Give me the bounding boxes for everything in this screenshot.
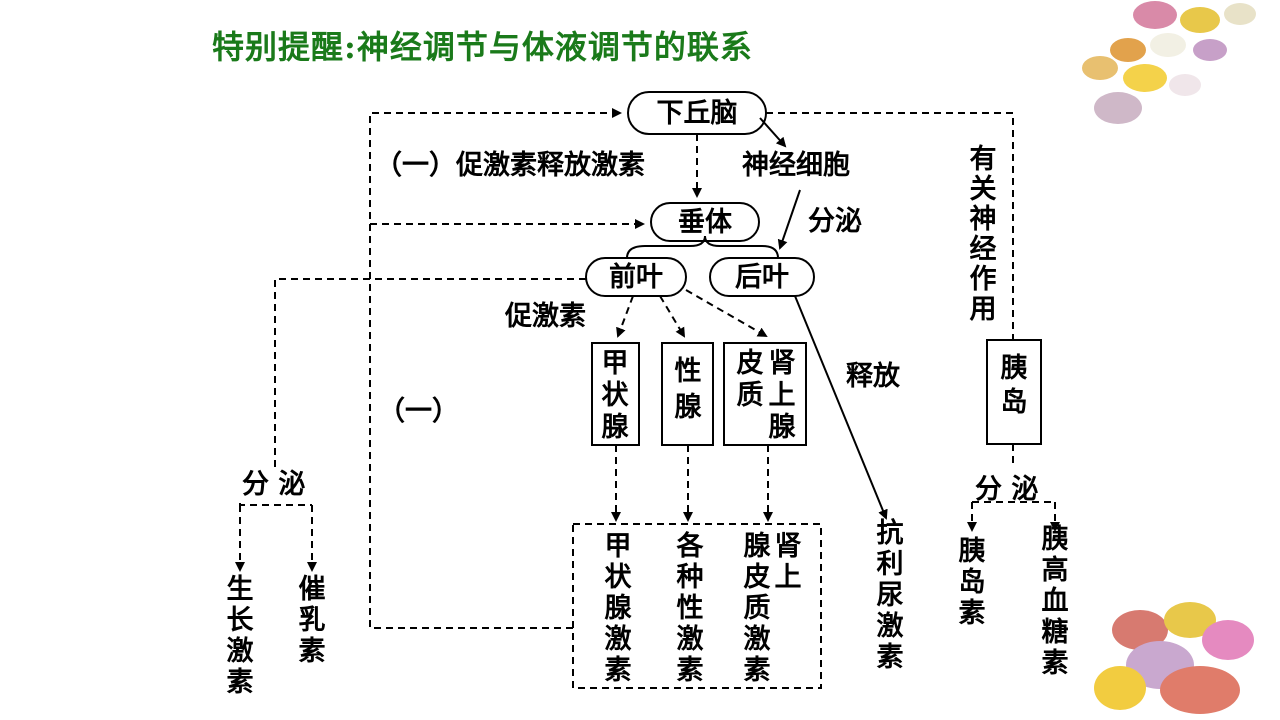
hormone-group-box bbox=[572, 523, 822, 689]
svg-text:后叶: 后叶 bbox=[735, 262, 789, 293]
hormone-growth: 生长激素 bbox=[227, 574, 255, 698]
hypothalamus-to-neurons bbox=[759, 117, 787, 148]
hormone-adh: 抗利尿激素 bbox=[877, 517, 904, 673]
label-release: 释放 bbox=[846, 360, 901, 392]
hormone-insulin: 胰岛素 bbox=[959, 536, 986, 629]
node-pancreas: 胰岛 bbox=[986, 339, 1042, 445]
label-nerve-action: 有关神经作用 bbox=[970, 144, 997, 325]
node-hypothalamus: 下丘脑 bbox=[627, 91, 767, 135]
anterior-to-gonad bbox=[659, 295, 686, 338]
svg-text:前叶: 前叶 bbox=[609, 261, 663, 293]
pituitary-brace bbox=[626, 235, 779, 259]
decor-candies-bottom bbox=[1094, 602, 1254, 714]
svg-text:性腺: 性腺 bbox=[674, 356, 703, 423]
node-pituitary: 垂体 bbox=[650, 202, 760, 242]
label-secrete: 分泌 bbox=[808, 206, 862, 237]
label-secrete-right: 分 泌 bbox=[975, 474, 1038, 505]
node-adrenal-cortex: 肾上腺皮质 bbox=[723, 342, 807, 446]
node-posterior-pituitary: 后叶 bbox=[709, 257, 815, 297]
node-gonad: 性腺 bbox=[661, 342, 714, 446]
hormone-prolactin: 催乳素 bbox=[299, 574, 326, 667]
anterior-to-adrenal bbox=[685, 289, 768, 337]
posterior-release bbox=[794, 295, 888, 520]
label-trh: （一）促激素释放激素 bbox=[375, 149, 645, 181]
anterior-to-thyroid bbox=[616, 295, 634, 338]
node-anterior-pituitary: 前叶 bbox=[585, 257, 687, 297]
node-thyroid: 甲状腺 bbox=[591, 342, 640, 446]
label-feedback: （一） bbox=[378, 396, 459, 427]
svg-text:胰岛: 胰岛 bbox=[1001, 353, 1028, 418]
nerve-to-pancreas bbox=[766, 112, 1014, 340]
feedback-loop bbox=[369, 108, 622, 629]
svg-text:下丘脑: 下丘脑 bbox=[657, 98, 738, 129]
label-neurons: 神经细胞 bbox=[742, 149, 850, 181]
anterior-left-line bbox=[274, 278, 586, 470]
insulin-branch bbox=[972, 501, 1055, 530]
hormone-thyroxine: 甲状腺激素 bbox=[604, 531, 633, 686]
hormone-sex: 各种性激素 bbox=[676, 530, 705, 686]
hormone-glucagon: 胰高血糖素 bbox=[1042, 524, 1069, 679]
decor-candies-top bbox=[1082, 1, 1256, 124]
svg-text:垂体: 垂体 bbox=[678, 207, 733, 238]
hormone-adrenal-cortex: 肾上腺皮质激素 bbox=[743, 531, 802, 686]
label-secrete-left: 分 泌 bbox=[242, 469, 305, 500]
svg-text:肾上腺皮质: 肾上腺皮质 bbox=[737, 348, 797, 443]
svg-text:甲状腺: 甲状腺 bbox=[601, 348, 630, 443]
slide-title: 特别提醒:神经调节与体液调节的联系 bbox=[212, 28, 753, 66]
label-tropic: 促激素 bbox=[504, 300, 586, 332]
neurons-to-posterior bbox=[777, 189, 801, 250]
growth-branch bbox=[240, 503, 312, 570]
